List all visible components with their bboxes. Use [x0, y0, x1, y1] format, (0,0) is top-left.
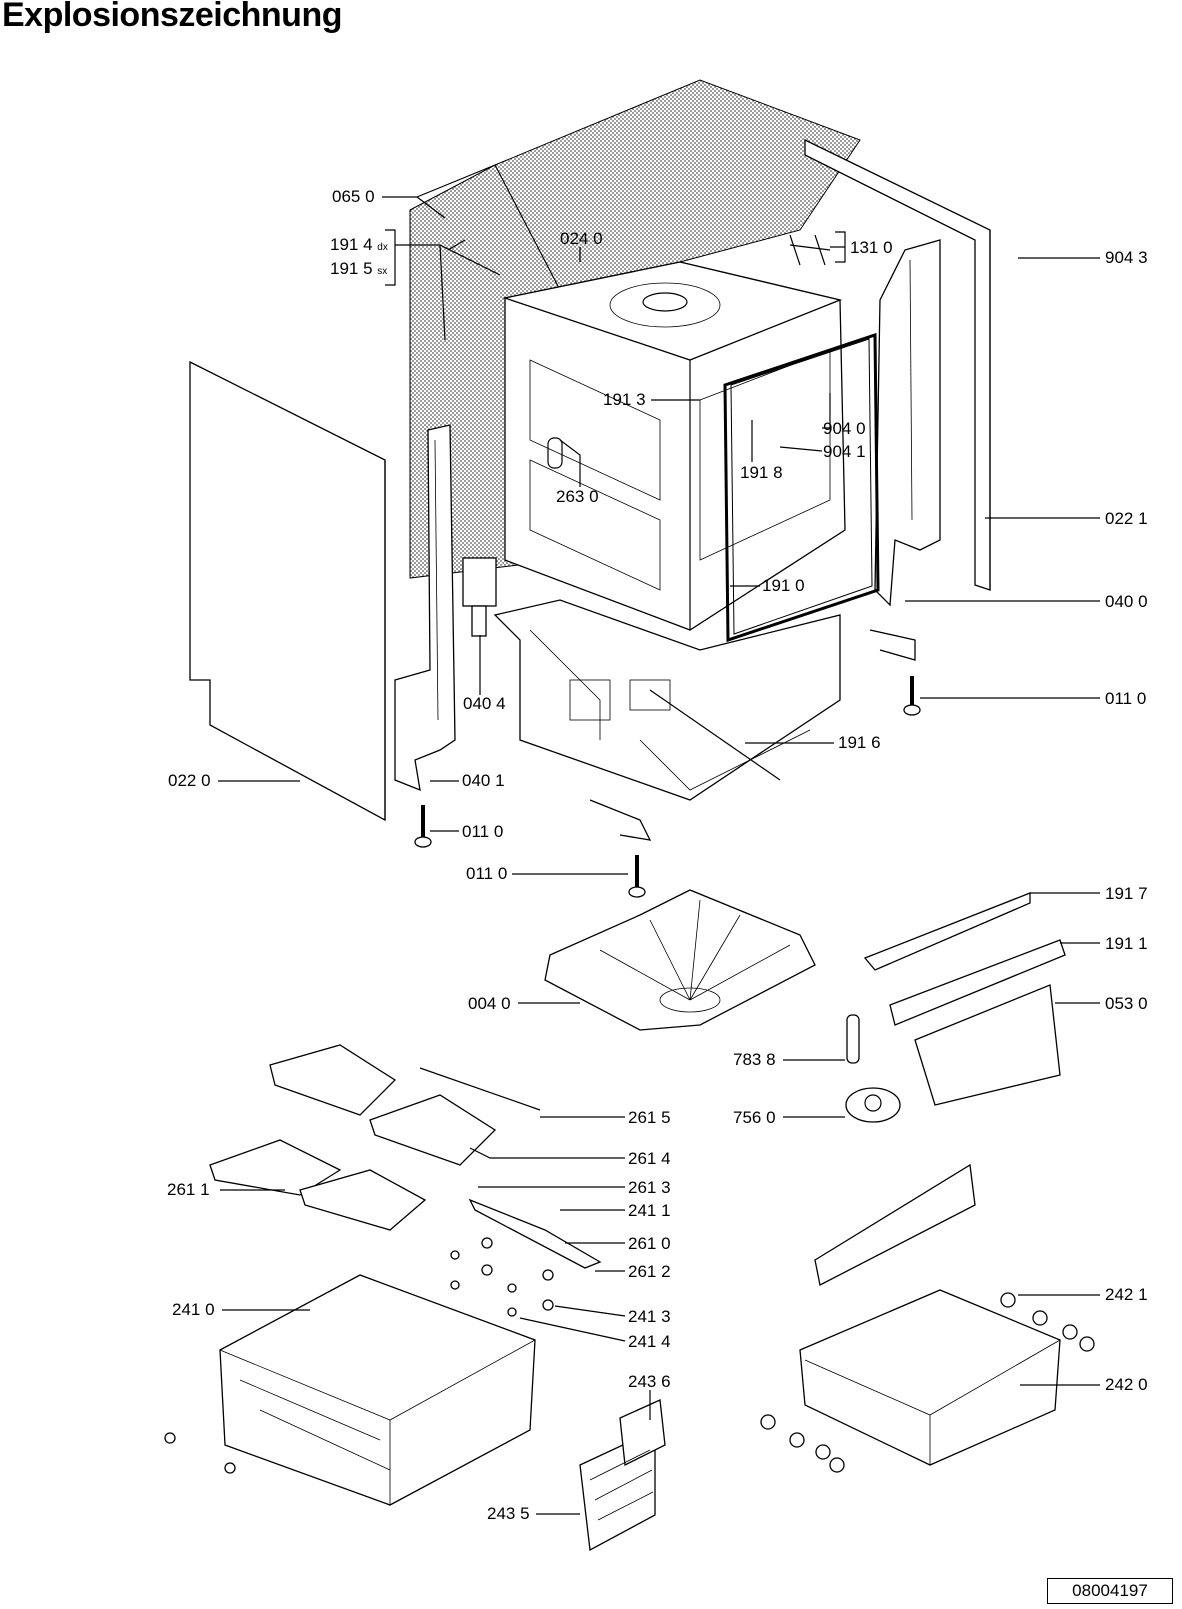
insulation-mat: [409, 79, 861, 579]
label-261-3: 261 3: [628, 1178, 671, 1197]
clips: [164, 1237, 554, 1474]
label-263-0: 263 0: [556, 487, 599, 506]
pump-parts: [845, 1014, 901, 1123]
base-frame: [493, 599, 841, 801]
label-241-3: 241 3: [628, 1307, 671, 1326]
label-191-8: 191 8: [740, 463, 783, 482]
tub-body: [502, 261, 846, 631]
front-strips: [863, 892, 1066, 1106]
label-191-5: 191 5 sx: [330, 259, 388, 278]
label-191-7: 191 7: [1105, 884, 1148, 903]
label-065-0: 065 0: [332, 187, 375, 206]
hinge-bracket: [439, 239, 501, 341]
label-261-2: 261 2: [628, 1262, 671, 1281]
top-bracket: [789, 234, 831, 266]
label-904-3: 904 3: [1105, 248, 1148, 267]
label-022-1: 022 1: [1105, 509, 1148, 528]
softener-box: [462, 557, 497, 637]
label-904-0: 904 0: [823, 419, 866, 438]
leader-lines: [218, 164, 1100, 1515]
label-024-0: 024 0: [560, 229, 603, 248]
lower-basket: [760, 1163, 1095, 1473]
label-053-0: 053 0: [1105, 994, 1148, 1013]
side-bracket-left: [394, 424, 456, 792]
foot-screws: [414, 629, 921, 898]
label-191-4: 191 4 dx: [330, 235, 388, 254]
label-241-1: 241 1: [628, 1201, 671, 1220]
label-242-1: 242 1: [1105, 1285, 1148, 1304]
side-panel-right: [804, 138, 991, 591]
label-261-0: 261 0: [628, 1234, 671, 1253]
label-191-6: 191 6: [838, 733, 881, 752]
label-040-0: 040 0: [1105, 592, 1148, 611]
upper-basket: [219, 1274, 536, 1506]
label-191-1: 191 1: [1105, 934, 1148, 953]
side-bracket-right: [874, 239, 941, 607]
label-261-4: 261 4: [628, 1149, 671, 1168]
label-040-1: 040 1: [462, 771, 505, 790]
label-242-0: 242 0: [1105, 1375, 1148, 1394]
label-904-1: 904 1: [823, 442, 866, 461]
label-756-0: 756 0: [733, 1108, 776, 1127]
door-gasket: [723, 332, 880, 643]
label-040-4: 040 4: [463, 694, 506, 713]
label-191-3: 191 3: [603, 390, 646, 409]
document-number: 08004197: [1047, 1578, 1173, 1604]
label-011-0-center: 011 0: [466, 864, 508, 883]
label-011-0-left: 011 0: [462, 822, 504, 841]
cutlery-basket: [579, 1399, 666, 1552]
label-011-0-right: 011 0: [1105, 689, 1147, 708]
upper-rack-parts: [209, 1044, 602, 1269]
label-243-6: 243 6: [628, 1372, 671, 1391]
label-004-0: 004 0: [468, 994, 511, 1013]
label-261-1: 261 1: [167, 1180, 210, 1199]
label-261-5: 261 5: [628, 1108, 671, 1127]
side-panel-left: [189, 360, 386, 822]
label-241-4: 241 4: [628, 1332, 671, 1351]
label-243-5: 243 5: [487, 1504, 530, 1523]
base-tray: [544, 889, 816, 1031]
page-title: Explosionszeichnung: [2, 0, 342, 34]
label-783-8: 783 8: [733, 1050, 776, 1069]
label-191-0: 191 0: [762, 576, 805, 595]
label-241-0: 241 0: [172, 1300, 215, 1319]
label-131-0: 131 0: [850, 238, 893, 257]
label-022-0: 022 0: [168, 771, 211, 790]
